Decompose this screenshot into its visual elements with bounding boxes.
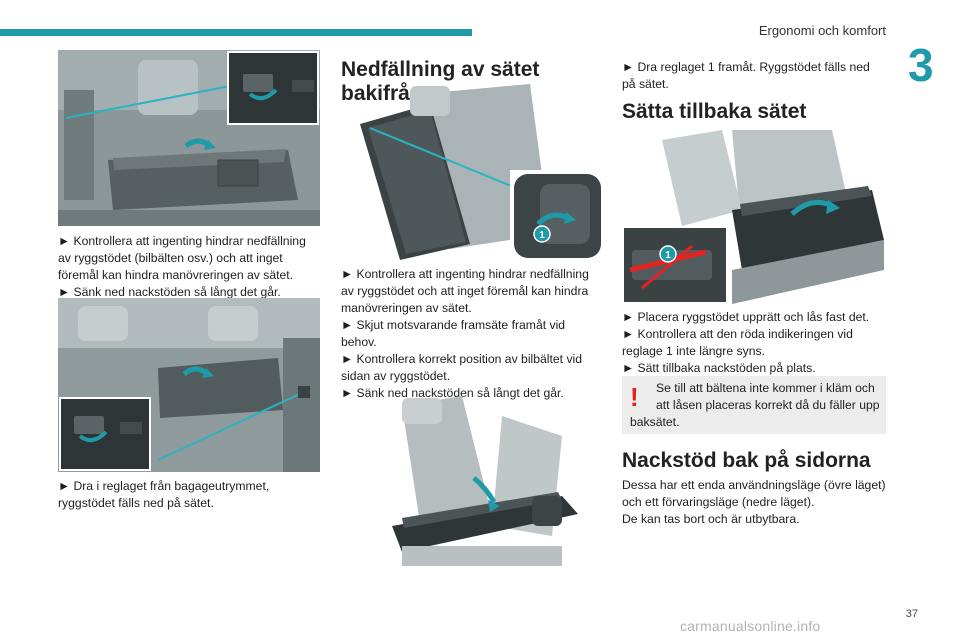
text-line: av ryggstödet (bilbälten osv.) och att i… (58, 251, 283, 265)
col2-text-block: ► Kontrollera att ingenting hindrar nedf… (341, 266, 613, 402)
text-line: ► Placera ryggstödet upprätt och lås fas… (622, 310, 870, 324)
text-line: ryggstödet fälls ned på sätet. (58, 496, 214, 510)
photo-trunk-lever-panel (58, 50, 320, 226)
text-line: ► Skjut motsvarande framsäte framåt vid (341, 318, 566, 332)
col3-text-top: ► Dra reglaget 1 framåt. Ryggstödet fäll… (622, 59, 892, 93)
text-line: ► Sänk ned nackstöden så långt det går. (341, 386, 564, 400)
header-accent-bar (0, 29, 472, 36)
text-line: ► Kontrollera att ingenting hindrar nedf… (58, 234, 306, 248)
page-number: 37 (905, 608, 918, 620)
chapter-tab (900, 47, 960, 99)
text-line: på sätet. (622, 77, 669, 91)
text-line: av ryggstödet och att inget föremål kan … (341, 284, 589, 298)
text-line: ► Kontrollera korrekt position av bilbäl… (341, 352, 583, 366)
text-line: föremål kan hindra manövreringen av säte… (58, 268, 294, 282)
section-heading-restore-seat: Sätta tillbaka sätet (622, 100, 807, 123)
watermark-text: carmanualsonline.info (680, 618, 821, 634)
col3-text-block-2: ► Placera ryggstödet upprätt och lås fas… (622, 309, 892, 377)
warning-icon: ! (630, 382, 639, 412)
text-line: behov. (341, 335, 377, 349)
col1-text-block-1: ► Kontrollera att ingenting hindrar nedf… (58, 233, 328, 301)
callout-marker-1: 1 (539, 230, 545, 241)
illustration-seat-restore: 1 (622, 130, 886, 304)
text-line: ► Sänk ned nackstöden så långt det går. (58, 285, 281, 299)
text-line: ► Kontrollera att ingenting hindrar nedf… (341, 267, 589, 281)
text-line: De kan tas bort och är utbytbara. (622, 512, 800, 526)
warning-text: Se till att bältena inte kommer i kläm o… (630, 380, 884, 431)
text-line: ► Sätt tillbaka nackstöden på plats. (622, 361, 816, 375)
illustration-seat-rear-lever: 1 (350, 84, 605, 260)
text-line: baksätet. (630, 415, 680, 429)
warning-box: ! Se till att bältena inte kommer i kläm… (622, 376, 886, 434)
illustration-seat-folded (382, 396, 582, 572)
text-line: och ett förvaringsläge (nedre läget). (622, 495, 815, 509)
text-line: ► Kontrollera att den röda indikeringen … (622, 327, 853, 341)
col3-text-block-3: Dessa har ett enda användningsläge (övre… (622, 477, 892, 528)
callout-marker-1: 1 (665, 250, 671, 261)
col1-text-block-2: ► Dra i reglaget från bagageutrymmet, ry… (58, 478, 328, 512)
header-title: Ergonomi och komfort (758, 23, 886, 38)
text-line: ► Dra reglaget 1 framåt. Ryggstödet fäll… (622, 60, 870, 74)
photo-trunk-fold-seat (58, 298, 320, 472)
text-line: sidan av ryggstödet. (341, 369, 451, 383)
text-line: manövreringen av sätet. (341, 301, 472, 315)
text-line: Dessa har ett enda användningsläge (övre… (622, 478, 886, 492)
chapter-number: 3 (908, 39, 934, 91)
section-heading-fold-from-rear: Nedfällning av sätet bakifrån (341, 58, 540, 106)
text-line: reglage 1 inte längre syns. (622, 344, 765, 358)
text-line: Se till att bältena inte kommer i kläm o… (656, 381, 875, 395)
text-line: ► Dra i reglaget från bagageutrymmet, (58, 479, 270, 493)
section-heading-side-headrests: Nackstöd bak på sidorna (622, 449, 871, 472)
text-line: att låsen placeras korrekt då du fäller … (656, 398, 880, 412)
